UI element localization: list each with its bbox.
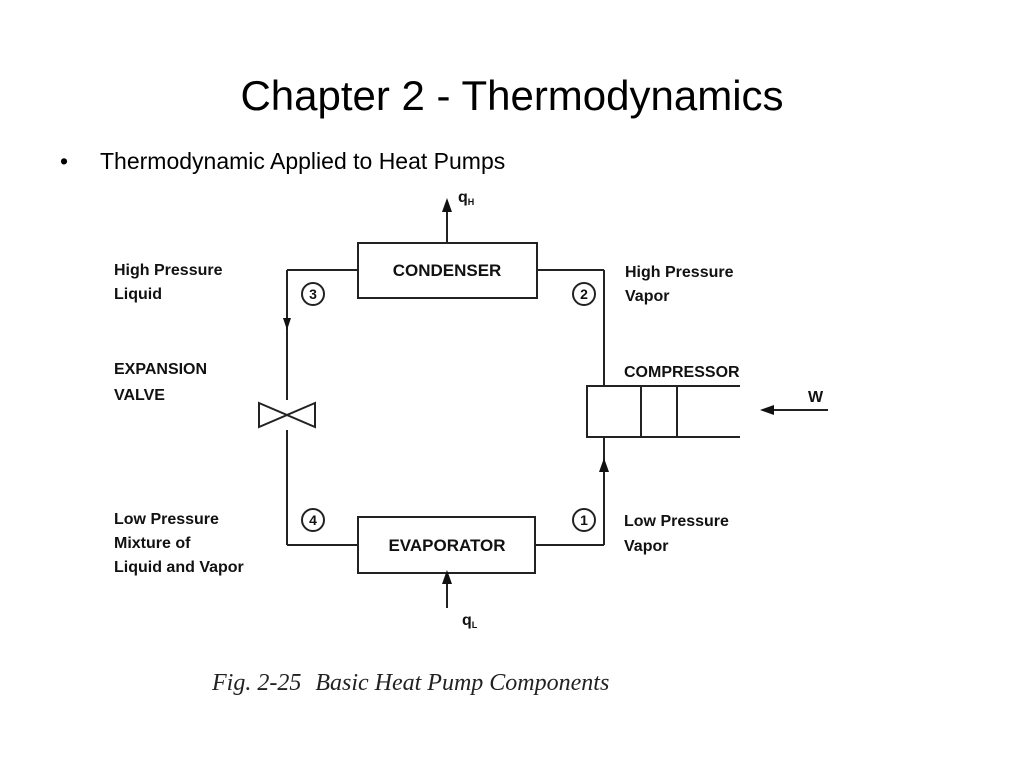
flow-arrow-down-icon bbox=[283, 318, 291, 330]
lp-mixture-label-1: Low Pressure bbox=[114, 511, 219, 528]
hp-liquid-label-1: High Pressure bbox=[114, 262, 223, 279]
slide-title: Chapter 2 - Thermodynamics bbox=[240, 72, 784, 119]
q-low-label: qL bbox=[462, 612, 478, 630]
work-label: W bbox=[808, 389, 824, 406]
hp-vapor-label-1: High Pressure bbox=[625, 264, 734, 281]
hp-vapor-label-2: Vapor bbox=[625, 288, 669, 305]
figure-caption: Fig. 2-25 Basic Heat Pump Components bbox=[211, 670, 609, 696]
arrow-up-icon bbox=[442, 570, 452, 584]
compressor-symbol bbox=[586, 385, 740, 438]
bullet-symbol: • bbox=[60, 148, 69, 174]
condenser-label: CONDENSER bbox=[393, 261, 502, 280]
state-1-label: 1 bbox=[580, 512, 588, 528]
compressor-cylinder bbox=[586, 385, 678, 438]
expansion-valve-label-1: EXPANSION bbox=[114, 361, 207, 378]
lp-vapor-label-1: Low Pressure bbox=[624, 513, 729, 530]
arrow-up-icon bbox=[442, 198, 452, 212]
state-4-label: 4 bbox=[309, 512, 317, 528]
state-2-label: 2 bbox=[580, 286, 588, 302]
figure-number: Fig. 2-25 bbox=[211, 670, 301, 696]
figure-title: Basic Heat Pump Components bbox=[315, 670, 609, 696]
lp-mixture-label-2: Mixture of bbox=[114, 535, 191, 552]
state-marker-1: 1 bbox=[572, 508, 596, 532]
lp-vapor-label-2: Vapor bbox=[624, 538, 668, 555]
bullet-item: • Thermodynamic Applied to Heat Pumps bbox=[60, 146, 505, 176]
state-marker-3: 3 bbox=[301, 282, 325, 306]
expansion-valve-label-2: VALVE bbox=[114, 387, 165, 404]
evaporator-label: EVAPORATOR bbox=[388, 536, 505, 555]
state-marker-2: 2 bbox=[572, 282, 596, 306]
state-marker-4: 4 bbox=[301, 508, 325, 532]
q-high-label: qH bbox=[458, 189, 474, 207]
flow-arrow-up-icon bbox=[599, 458, 609, 472]
compressor-label: COMPRESSOR bbox=[624, 364, 740, 381]
hp-liquid-label-2: Liquid bbox=[114, 286, 162, 303]
bullet-text: Thermodynamic Applied to Heat Pumps bbox=[100, 148, 506, 174]
state-3-label: 3 bbox=[309, 286, 317, 302]
expansion-valve-icon bbox=[258, 401, 316, 429]
lp-mixture-label-3: Liquid and Vapor bbox=[114, 559, 244, 576]
refrigerant-loop bbox=[286, 269, 605, 546]
work-arrow-left-icon bbox=[760, 405, 774, 415]
